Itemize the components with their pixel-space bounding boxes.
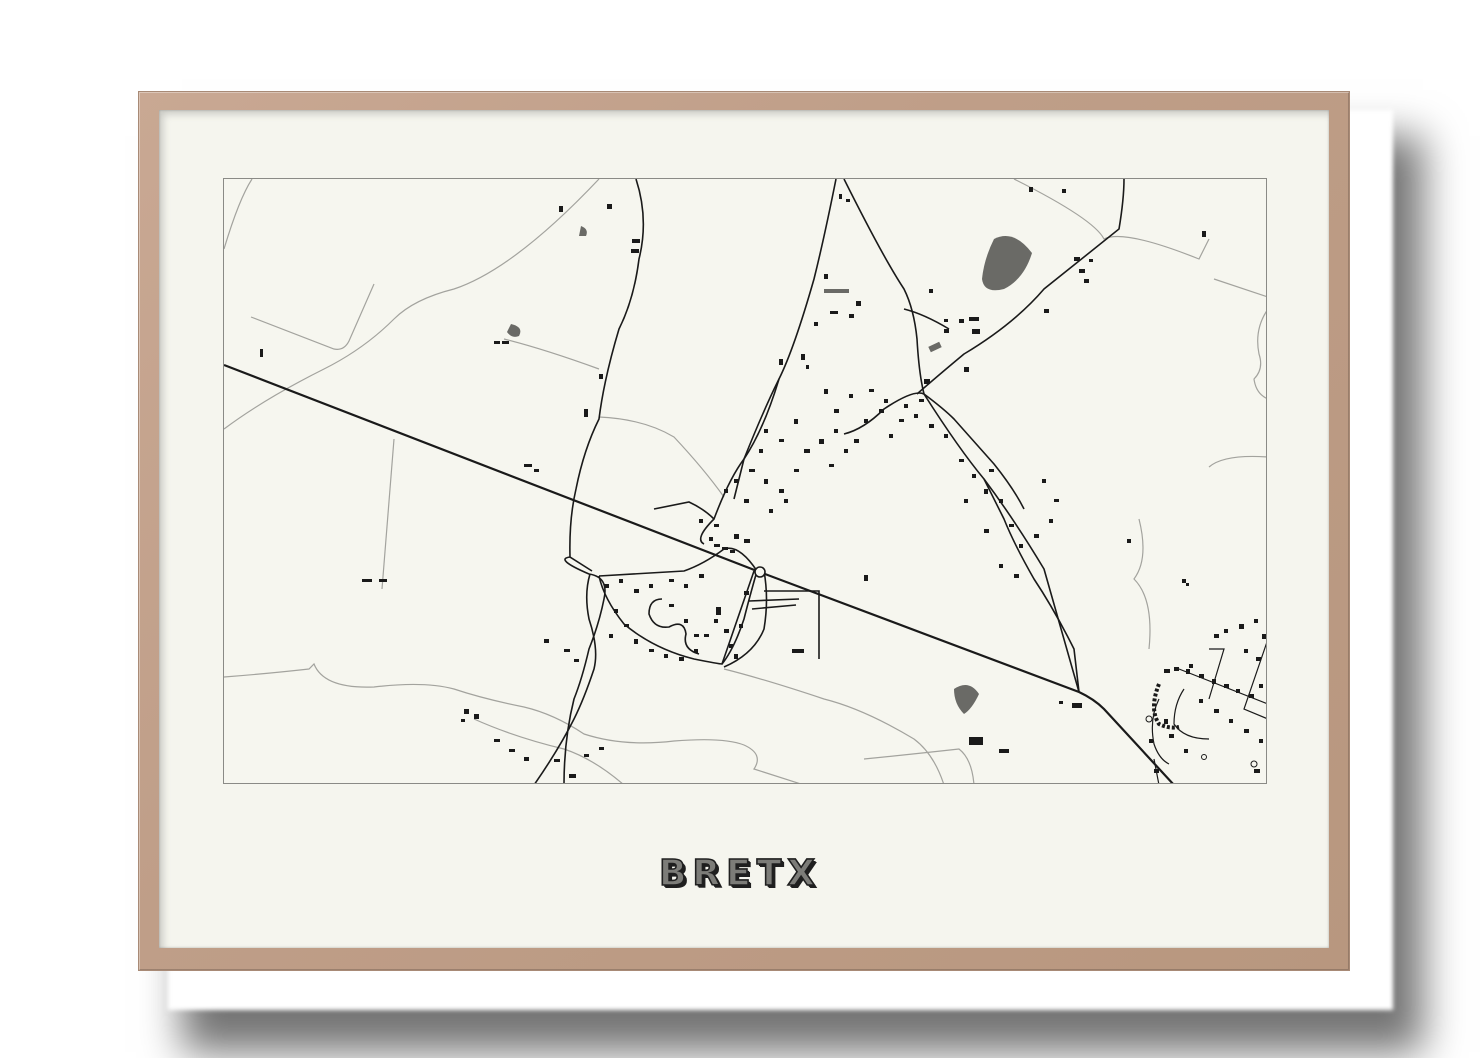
map-panel [223, 178, 1267, 784]
suburb-roundabouts [1145, 715, 1258, 768]
buildings [260, 187, 1206, 778]
roundabout [754, 566, 766, 578]
main-highway [224, 363, 1174, 783]
map-canvas [224, 179, 1266, 783]
suburb-buildings [1149, 619, 1266, 773]
water-bodies [507, 226, 1032, 714]
village-buildings [604, 389, 1059, 661]
roads [534, 179, 1125, 783]
suburb-roads [1151, 642, 1266, 783]
poster-title: BRETX [658, 852, 822, 895]
minor-paths [224, 179, 1266, 783]
